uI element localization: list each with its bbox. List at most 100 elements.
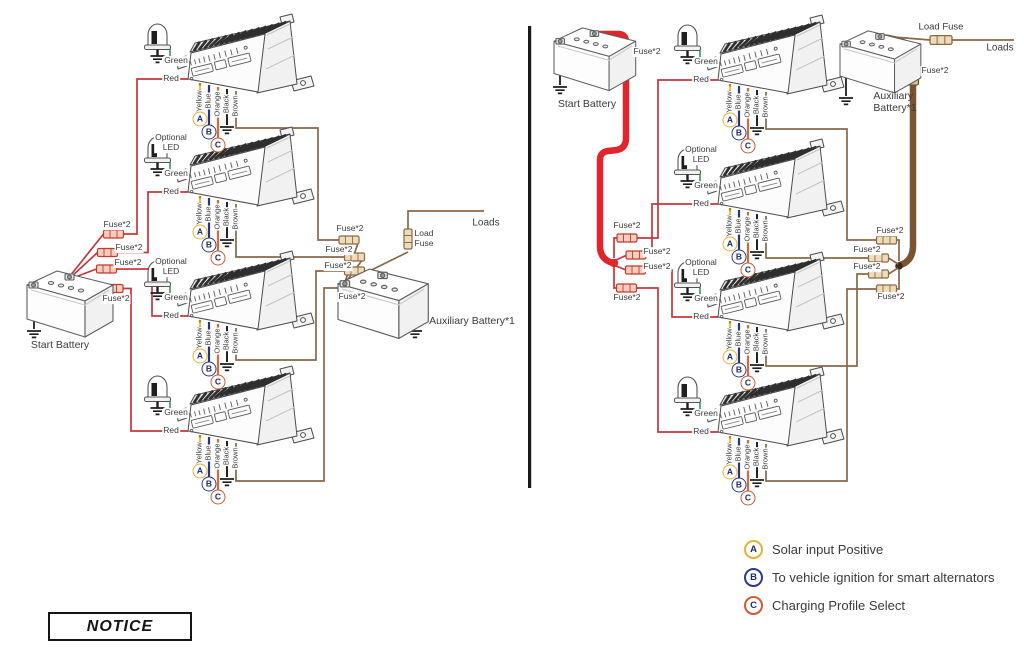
aux-battery-label: Auxiliary Battery*1 [873,89,917,114]
fuse-label: Fuse*2 [323,260,353,271]
wire-label-red: Red [692,74,710,85]
fuse-label: Fuse*2 [612,220,642,231]
callout-a: A [722,349,738,365]
callout-a: A [192,224,208,240]
legend-a-icon: A [744,539,763,559]
callout-b: B [731,249,747,265]
callout-a: A [192,463,208,479]
start-battery-left [26,270,114,338]
fuse-label: Fuse*2 [102,219,132,230]
fuse-label: Fuse*2 [114,242,144,253]
wire-label-green: Green [163,55,189,66]
loads-label: Loads [471,217,501,229]
load-fuse-label: Load Fuse [917,21,965,34]
callout-a: A [722,236,738,252]
wire-label-red: Red [162,310,180,321]
legend-row-profile: C Charging Profile Select [744,595,905,615]
charger-unit [175,249,316,332]
panel-left [26,12,484,490]
start-battery-label: Start Battery [557,97,617,110]
wire-label-brown: Brown [230,207,241,231]
panel-divider [528,26,532,488]
wire-label-red: Red [162,186,180,197]
fuse-label: Fuse*2 [337,291,367,302]
charger-unit [705,250,846,333]
charger-unit [175,364,316,447]
fuse-label: Fuse*2 [324,244,354,255]
aux-battery-label: Auxiliary Battery*1 [429,314,515,327]
callout-a: A [722,464,738,480]
fuse-label: Fuse*2 [920,65,950,76]
legend-b-icon: B [744,567,763,587]
legend-a-label: Solar input Positive [772,541,884,557]
wire-label-green: Green [163,292,189,303]
aux-battery-left [337,268,429,339]
fuse-label: Fuse*2 [632,46,662,57]
wire-label-red: Red [162,73,180,84]
callout-c: C [210,250,226,266]
callout-b: B [731,362,747,378]
wire-label-brown: Brown [760,447,771,471]
wire-label-red: Red [162,425,180,436]
aux-battery-right [839,30,922,94]
start-battery-label: Start Battery [30,338,90,351]
fuse-label: Fuse*2 [101,293,131,304]
legend-row-ignition: B To vehicle ignition for smart alternat… [744,567,995,587]
callout-a: A [192,348,208,364]
callout-c: C [740,262,756,278]
fuse-label: Fuse*2 [876,291,906,302]
fuse-label: Fuse*2 [642,261,672,272]
wire-label-brown: Brown [230,446,241,470]
callout-c: C [740,490,756,506]
wire-label-green: Green [693,180,719,191]
optional-led-label: Optional LED [154,132,188,153]
notice-box: NOTICE [48,612,192,641]
callout-b: B [201,124,217,140]
wire-label-green: Green [693,56,719,67]
notice-label: NOTICE [86,617,154,635]
load-fuse-label: Load Fuse [413,228,435,249]
wire-label-brown: Brown [230,331,241,355]
charger-unit [175,125,316,208]
wire-label-green: Green [163,407,189,418]
fuse-label: Fuse*2 [852,261,882,272]
wire-label-brown: Brown [230,94,241,118]
wire-label-brown: Brown [760,95,771,119]
legend-c-label: Charging Profile Select [772,597,905,613]
charger-unit [705,365,846,448]
fuse-label: Fuse*2 [642,246,672,257]
legend-b-label: To vehicle ignition for smart alternator… [772,569,995,585]
wire-label-green: Green [693,293,719,304]
charger-unit [175,12,316,95]
wire-label-brown: Brown [760,219,771,243]
fuse-label: Fuse*2 [875,225,905,236]
callout-b: B [731,477,747,493]
callout-b: B [201,361,217,377]
panel-right [552,13,1014,491]
callout-b: B [201,476,217,492]
callout-c: C [740,138,756,154]
optional-led-label: Optional LED [684,257,718,278]
wire-label-red: Red [692,311,710,322]
callout-b: B [731,125,747,141]
loads-label: Loads [985,42,1015,54]
legend-row-solar: A Solar input Positive [744,539,884,559]
callout-c: C [210,137,226,153]
callout-a: A [722,112,738,128]
wire-label-red: Red [692,426,710,437]
callout-a: A [192,111,208,127]
fuse-label: Fuse*2 [113,257,143,268]
callout-b: B [201,237,217,253]
wire-label-green: Green [163,168,189,179]
wire-label-red: Red [692,198,710,209]
wire-label-brown: Brown [760,332,771,356]
fuse-label: Fuse*2 [335,223,365,234]
optional-led-label: Optional LED [684,144,718,165]
fuse-label: Fuse*2 [852,244,882,255]
charger-unit [705,137,846,220]
fuse-label: Fuse*2 [612,292,642,303]
optional-led-label: Optional LED [154,256,188,277]
callout-c: C [740,375,756,391]
wire-label-green: Green [693,408,719,419]
